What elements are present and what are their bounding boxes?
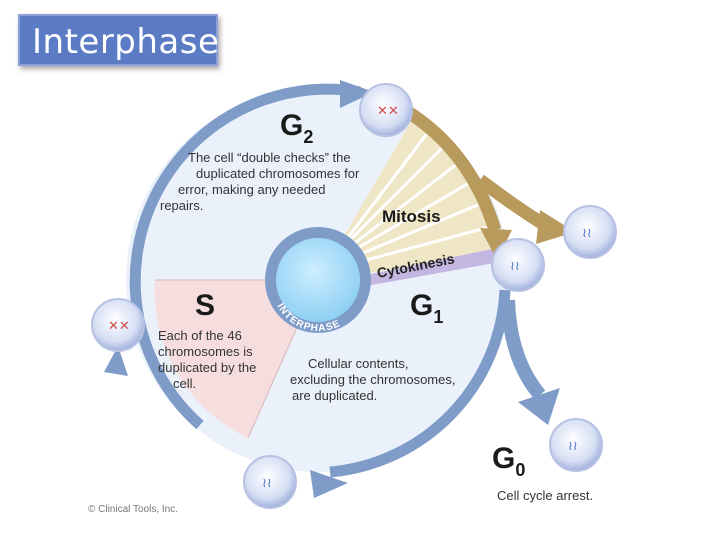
g0-description: Cell cycle arrest. [497,488,593,503]
g1-description: Cellular contents, excluding the chromos… [290,356,459,403]
ring-arc-bottom [329,289,511,478]
mitosis-arrow-shaft [401,104,502,232]
svg-text:≀≀: ≀≀ [568,439,578,454]
g1-label: G1 [410,289,443,327]
mitosis-arrowhead-down [480,228,512,260]
g2-description: The cell “double checks” the duplicated … [160,150,363,213]
title-banner: Interphase [18,14,220,66]
cell-bottom: ≀≀ [243,455,297,509]
ring-arrowhead-top [340,80,374,108]
svg-text:≀≀: ≀≀ [510,259,520,274]
ring-arrowhead-left [104,346,128,376]
center-nucleus [276,238,360,322]
mitosis-label: Mitosis [382,207,441,226]
cell-s: ✕✕ [91,298,145,352]
page-title: Interphase [32,22,220,62]
svg-text:✕✕: ✕✕ [377,104,399,119]
cytokinesis-band [352,248,500,288]
cell-daughter: ≀≀ [563,205,617,259]
g0-label: G0 [492,442,525,480]
cell-g0: ≀≀ [549,418,603,472]
cell-g2: ✕✕ [359,83,413,137]
svg-text:≀≀: ≀≀ [582,226,592,241]
s-phase-region [154,280,318,438]
credit-text: © Clinical Tools, Inc. [88,504,178,515]
mitosis-arrowhead-right [536,210,575,244]
cell-g1: ≀≀ [491,238,545,292]
s-label: S [195,289,215,322]
ring-arrowhead-bottom [310,470,348,498]
svg-text:≀≀: ≀≀ [262,476,272,491]
ring-arc-left [129,83,361,430]
svg-text:✕✕: ✕✕ [108,319,130,334]
g2-label: G2 [280,109,313,147]
g0-arrowhead [518,388,560,425]
mitosis-rays [338,126,494,267]
g0-arrow-shaft [501,299,546,400]
s-description: Each of the 46 chromosomes is duplicated… [158,328,260,391]
